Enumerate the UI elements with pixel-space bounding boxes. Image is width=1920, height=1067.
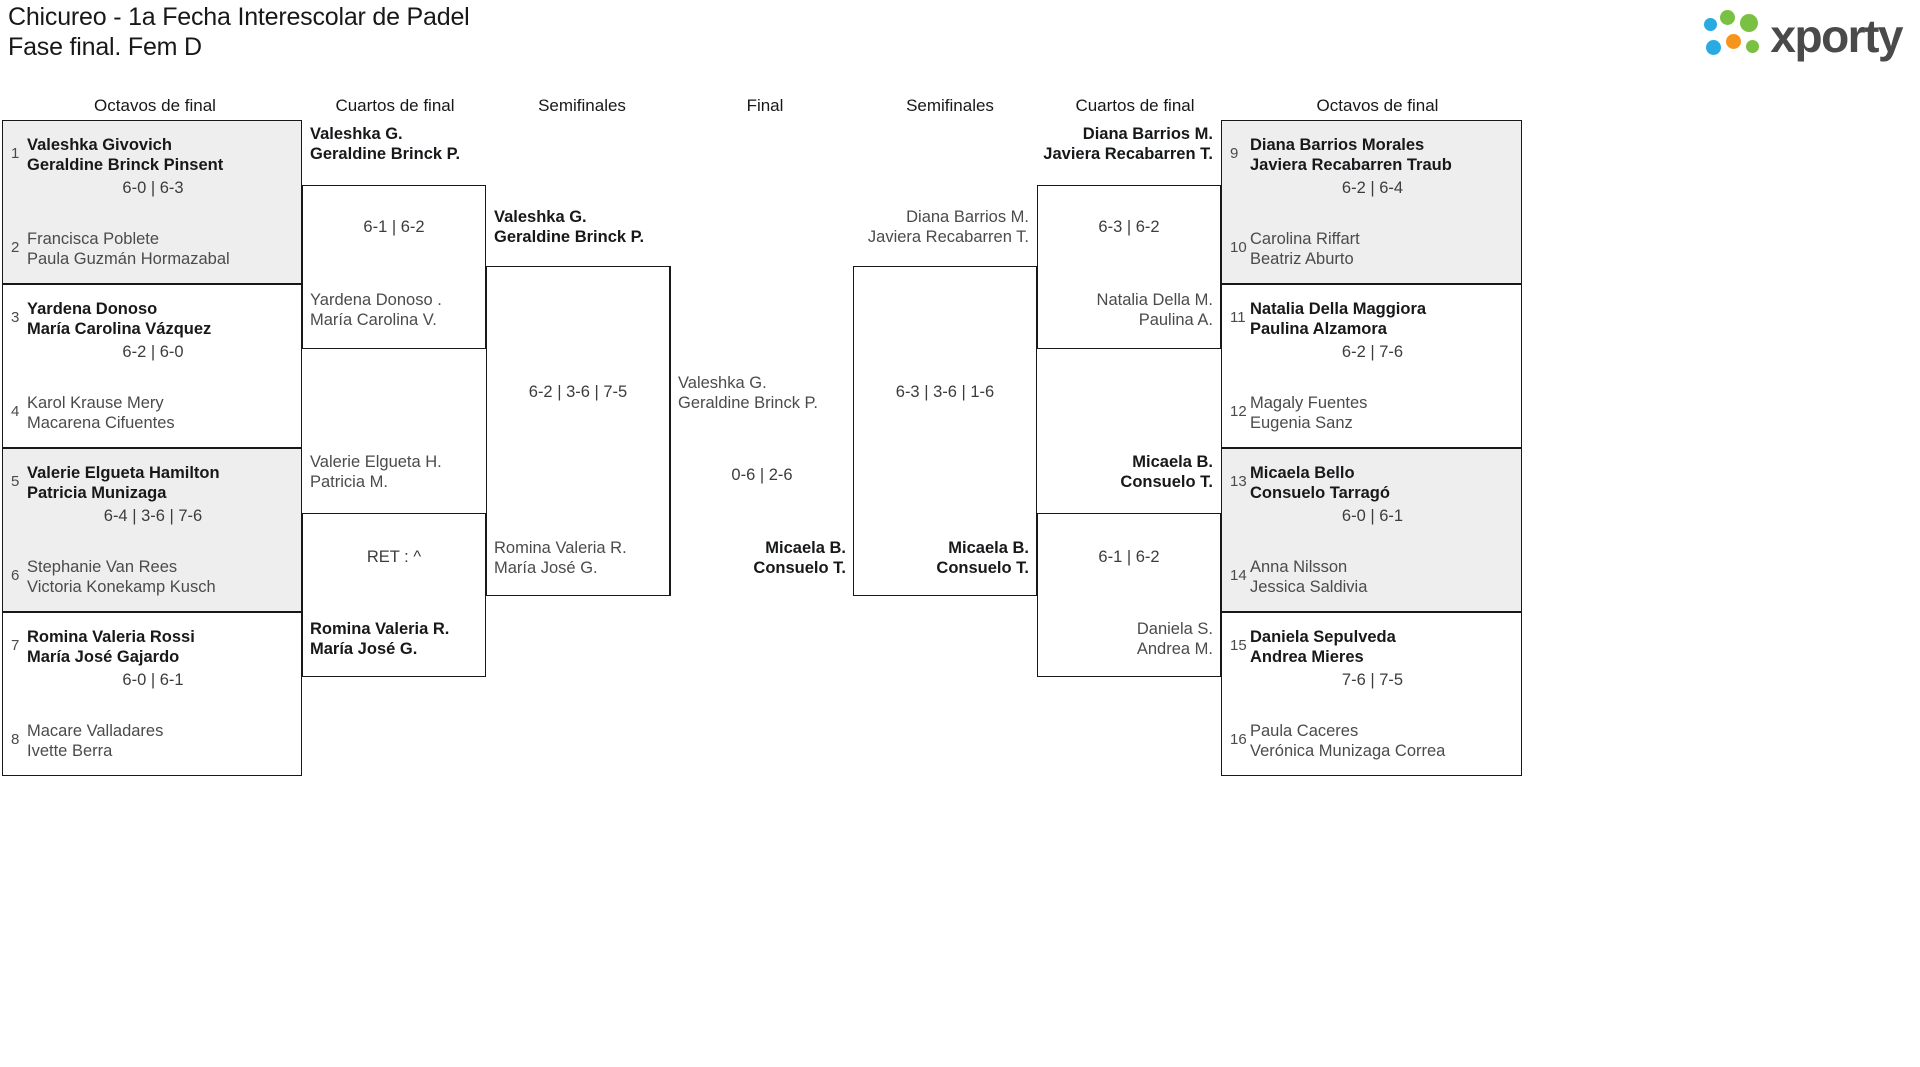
final-score: 0-6 | 2-6 xyxy=(731,466,793,484)
round-header-left-qf: Cuartos de final xyxy=(335,96,455,115)
seed-number: 1 xyxy=(11,145,20,162)
team-name: Daniela Sepulveda Andrea Mieres xyxy=(1250,628,1396,666)
round-header-final: Final xyxy=(746,96,784,115)
right-r16-match-3[interactable]: 13 Micaela Bello Consuelo Tarragó 6-0 | … xyxy=(1221,448,1522,612)
logo-wordmark: xporty xyxy=(1770,10,1903,62)
team-name: Valerie Elgueta H. Patricia M. xyxy=(310,453,442,491)
match-score: 7-6 | 7-5 xyxy=(1341,671,1404,689)
round-header-right-sf: Semifinales xyxy=(906,96,994,115)
match-score: 6-1 | 6-2 xyxy=(363,218,425,236)
match-score: 6-0 | 6-1 xyxy=(122,671,184,689)
page-title: Chicureo - 1a Fecha Interescolar de Pade… xyxy=(8,3,470,61)
seed-number: 7 xyxy=(11,637,20,654)
match-score: 6-0 | 6-3 xyxy=(122,179,184,197)
seed-number: 2 xyxy=(11,239,20,256)
team-name: Carolina Riffart Beatriz Aburto xyxy=(1250,230,1360,268)
team-name: Romina Valeria R. María José G. xyxy=(310,620,450,658)
team-name: Francisca Poblete Paula Guzmán Hormazaba… xyxy=(27,230,230,268)
final-team-bottom: Micaela B. Consuelo T. xyxy=(753,539,846,577)
xporty-logo: xporty xyxy=(1704,8,1903,64)
team-name: Karol Krause Mery Macarena Cifuentes xyxy=(27,394,175,432)
seed-number: 3 xyxy=(11,309,20,326)
match-score: 6-2 | 3-6 | 7-5 xyxy=(528,383,628,401)
seed-number: 11 xyxy=(1230,309,1246,326)
seed-number: 9 xyxy=(1230,145,1239,162)
team-name: Diana Barrios M. Javiera Recabarren T. xyxy=(867,208,1029,246)
team-name: Macare Valladares Ivette Berra xyxy=(27,722,164,760)
team-name: Yardena Donoso María Carolina Vázquez xyxy=(27,300,212,338)
team-name: Diana Barrios M. Javiera Recabarren T. xyxy=(1043,125,1213,163)
team-name: Daniela S. Andrea M. xyxy=(1136,620,1213,658)
team-name: Diana Barrios Morales Javiera Recabarren… xyxy=(1250,136,1452,174)
seed-number: 14 xyxy=(1230,567,1247,584)
match-score: RET : ^ xyxy=(366,548,422,566)
seed-number: 4 xyxy=(11,403,20,420)
seed-number: 10 xyxy=(1230,239,1247,256)
match-score: 6-0 | 6-1 xyxy=(1341,507,1404,525)
team-name: Valeshka G. Geraldine Brinck P. xyxy=(310,125,461,163)
seed-number: 13 xyxy=(1230,473,1247,490)
seed-number: 5 xyxy=(11,473,20,490)
team-name: Paula Caceres Verónica Munizaga Correa xyxy=(1250,722,1446,760)
right-r16-match-1[interactable]: 9 Diana Barrios Morales Javiera Recabarr… xyxy=(1221,120,1522,284)
match-score: 6-4 | 3-6 | 7-6 xyxy=(103,507,203,525)
match-score: 6-2 | 7-6 xyxy=(1341,343,1404,361)
final-team-top: Valeshka G. Geraldine Brinck P. xyxy=(678,374,819,412)
team-name: Romina Valeria R. María José G. xyxy=(494,539,627,577)
team-name: Valeshka G. Geraldine Brinck P. xyxy=(494,208,645,246)
team-name: Micaela B. Consuelo T. xyxy=(936,539,1029,577)
seed-number: 12 xyxy=(1230,403,1247,420)
match-score: 6-1 | 6-2 xyxy=(1098,548,1160,566)
left-qf-match-2[interactable] xyxy=(302,513,486,677)
round-header-right-qf: Cuartos de final xyxy=(1075,96,1195,115)
team-name: Valeshka Givovich Geraldine Brinck Pinse… xyxy=(27,136,224,174)
team-name: Natalia Della M. Paulina A. xyxy=(1096,291,1213,329)
round-header-left-sf: Semifinales xyxy=(538,96,626,115)
logo-dots-icon xyxy=(1704,10,1766,62)
team-name: Yardena Donoso . María Carolina V. xyxy=(310,291,442,329)
team-name: Stephanie Van Rees Victoria Konekamp Kus… xyxy=(27,558,216,596)
round-header-right-r16: Octavos de final xyxy=(1316,96,1439,115)
left-qf-match-1[interactable] xyxy=(302,185,486,349)
team-name: Micaela Bello Consuelo Tarragó xyxy=(1250,464,1390,502)
right-qf-match-2[interactable] xyxy=(1037,513,1221,677)
seed-number: 8 xyxy=(11,731,20,748)
team-name: Romina Valeria Rossi María José Gajardo xyxy=(27,628,195,666)
team-name: Natalia Della Maggiora Paulina Alzamora xyxy=(1250,300,1427,338)
right-sf-match-1[interactable] xyxy=(853,266,1037,596)
left-r16-match-4[interactable]: 7 Romina Valeria Rossi María José Gajard… xyxy=(2,612,302,776)
left-sf-match-1[interactable] xyxy=(486,266,670,596)
match-score: 6-3 | 6-2 xyxy=(1098,218,1160,236)
left-r16-match-1[interactable]: 1 Valeshka Givovich Geraldine Brinck Pin… xyxy=(2,120,302,284)
left-r16-match-3[interactable]: 5 Valerie Elgueta Hamilton Patricia Muni… xyxy=(2,448,302,612)
final-divider-left xyxy=(670,266,671,596)
match-score: 6-2 | 6-4 xyxy=(1341,179,1404,197)
right-qf-match-1[interactable] xyxy=(1037,185,1221,349)
seed-number: 15 xyxy=(1230,637,1247,654)
right-r16-match-2[interactable]: 11 Natalia Della Maggiora Paulina Alzamo… xyxy=(1221,284,1522,448)
seed-number: 6 xyxy=(11,567,20,584)
team-name: Micaela B. Consuelo T. xyxy=(1120,453,1213,491)
right-r16-match-4[interactable]: 15 Daniela Sepulveda Andrea Mieres 7-6 |… xyxy=(1221,612,1522,776)
team-name: Anna Nilsson Jessica Saldivia xyxy=(1250,558,1368,596)
match-score: 6-2 | 6-0 xyxy=(122,343,184,361)
seed-number: 16 xyxy=(1230,731,1247,748)
round-header-left-r16: Octavos de final xyxy=(94,96,216,115)
team-name: Valerie Elgueta Hamilton Patricia Muniza… xyxy=(27,464,220,502)
left-r16-match-2[interactable]: 3 Yardena Donoso María Carolina Vázquez … xyxy=(2,284,302,448)
match-score: 6-3 | 3-6 | 1-6 xyxy=(895,383,995,401)
team-name: Magaly Fuentes Eugenia Sanz xyxy=(1250,394,1368,432)
